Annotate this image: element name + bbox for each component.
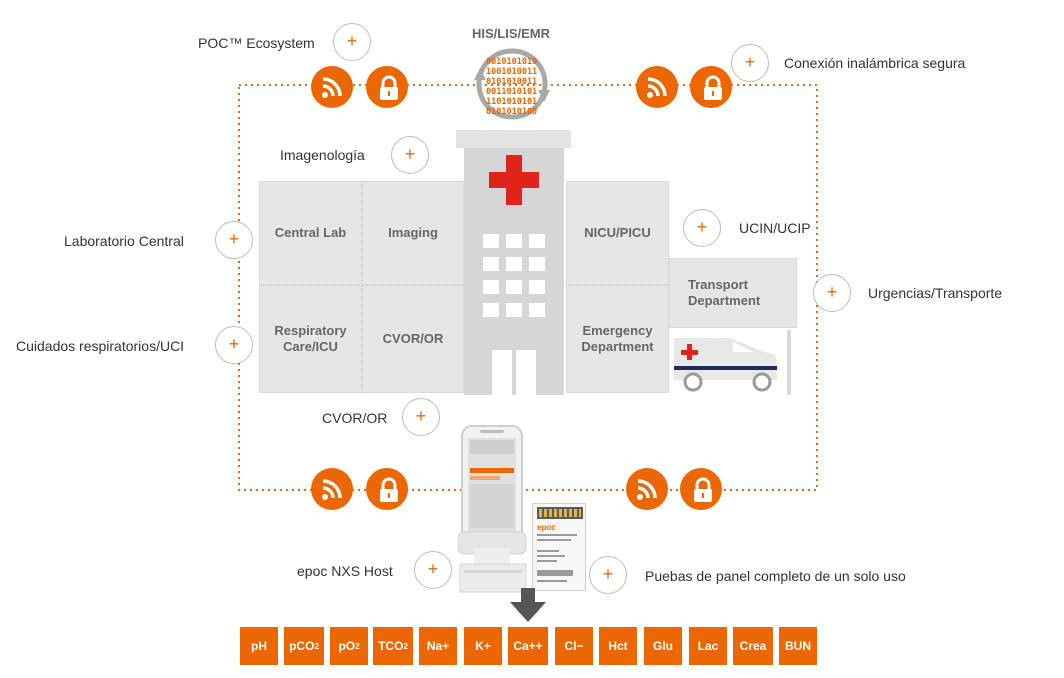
wireless-icon <box>626 468 668 510</box>
plus-button-imagenologia[interactable]: + <box>391 136 429 174</box>
plus-button-conexion[interactable]: + <box>731 44 769 82</box>
lock-icon <box>680 468 722 510</box>
analyte-label: Ca++ <box>513 639 543 653</box>
dept-respiratory-label: Respiratory Care/ICU <box>274 323 347 354</box>
analyte-label: BUN <box>785 639 811 653</box>
label-imagenologia: Imagenología <box>280 147 365 163</box>
analyte-chip: Crea <box>733 627 773 665</box>
dept-cvor: CVOR/OR <box>362 285 464 393</box>
analyte-label: Na+ <box>426 639 450 653</box>
plus-button-pruebas[interactable]: + <box>589 556 627 594</box>
dept-central-lab-label: Central Lab <box>274 225 347 240</box>
analyte-chip: Ca++ <box>508 627 548 665</box>
lock-icon <box>366 468 408 510</box>
dept-central-lab: Central Lab <box>259 181 362 285</box>
dept-emergency: Emergency Department <box>566 285 669 393</box>
plus-button-cvor[interactable]: + <box>402 398 440 436</box>
building-windows <box>483 234 545 317</box>
analyte-label: Crea <box>739 639 767 653</box>
dept-transport: Transport Department <box>669 258 797 328</box>
analyte-chip: pH <box>240 627 278 665</box>
his-lis-emr-title: HIS/LIS/EMR <box>472 26 551 41</box>
hospital-building <box>456 130 571 395</box>
analyte-chip: Hct <box>599 627 637 665</box>
binary-line: 0101010100 <box>486 107 538 117</box>
epoc-nxs-host-device <box>458 425 527 593</box>
binary-line: 1101010101 <box>486 97 538 107</box>
label-cvor: CVOR/OR <box>322 410 388 426</box>
analyte-chip: Lac <box>689 627 727 665</box>
wireless-icon <box>311 468 353 510</box>
dept-emergency-label: Emergency Department <box>581 323 654 354</box>
dept-transport-label: Transport Department <box>688 277 761 308</box>
card-logo: epoc <box>537 523 556 532</box>
label-urgencias: Urgencias/Transporte <box>868 285 1003 301</box>
binary-line: 0011010101 <box>486 87 538 97</box>
analyte-label: Lac <box>697 639 719 653</box>
analyte-label: K+ <box>475 639 491 653</box>
test-card: epoc <box>532 503 586 591</box>
label-pruebas: Puebas de panel completo de un solo uso <box>645 568 906 584</box>
dept-nicu-label: NICU/PICU <box>584 225 651 240</box>
dept-imaging-label: Imaging <box>388 225 438 240</box>
plus-button-ucin[interactable]: + <box>683 209 721 247</box>
label-epoc-host: epoc NXS Host <box>297 563 393 579</box>
lock-icon <box>366 66 408 108</box>
analyte-label: Hct <box>608 639 628 653</box>
analyte-label: Glu <box>653 639 673 653</box>
analyte-chip: K+ <box>464 627 502 665</box>
lock-icon <box>690 66 732 108</box>
dept-respiratory: Respiratory Care/ICU <box>259 285 362 393</box>
wireless-icon <box>311 66 353 108</box>
analyte-label: pCO <box>289 639 315 653</box>
binary-line: 1001010011 <box>486 67 538 77</box>
down-arrow-icon <box>510 588 546 622</box>
analyte-subscript: 2 <box>314 641 319 651</box>
label-conexion: Conexión inalámbrica segura <box>784 55 966 71</box>
building-door <box>492 350 536 395</box>
plus-button-epoc-host[interactable]: + <box>414 551 452 589</box>
analyte-subscript: 2 <box>355 641 360 651</box>
card-connector <box>537 507 583 519</box>
binary-line: 0010101010 <box>486 57 538 67</box>
analyte-subscript: 2 <box>403 641 408 651</box>
analyte-label: Cl− <box>564 639 584 653</box>
dept-nicu: NICU/PICU <box>566 181 669 285</box>
analyte-chip: Na+ <box>419 627 457 665</box>
wireless-icon <box>636 66 678 108</box>
plus-button-laboratorio[interactable]: + <box>215 221 253 259</box>
card-fine-print <box>537 534 577 582</box>
red-cross-icon <box>489 155 539 205</box>
analyte-chip: Cl− <box>555 627 593 665</box>
building-roof <box>456 130 571 148</box>
label-laboratorio: Laboratorio Central <box>64 233 184 249</box>
sync-cycle-icon <box>474 48 550 120</box>
analyte-chip: BUN <box>779 627 817 665</box>
analyte-chip: Glu <box>644 627 682 665</box>
binary-line: 0101010011 <box>486 77 538 87</box>
plus-button-cuidados[interactable]: + <box>215 326 253 364</box>
label-poc-ecosystem: POC™ Ecosystem <box>198 35 315 51</box>
analyte-label: TCO <box>378 639 404 653</box>
binary-data: 0010101010 1001010011 0101010011 0011010… <box>486 57 542 117</box>
plus-button-poc-ecosystem[interactable]: + <box>333 23 371 61</box>
analyte-label: pH <box>251 639 267 653</box>
plus-button-urgencias[interactable]: + <box>813 274 851 312</box>
analyte-label: pO <box>338 639 356 653</box>
ambulance-icon <box>669 330 793 395</box>
label-ucin: UCIN/UCIP <box>739 220 811 236</box>
dept-imaging: Imaging <box>362 181 464 285</box>
label-cuidados: Cuidados respiratorios/UCI <box>16 338 185 354</box>
dept-cvor-label: CVOR/OR <box>382 331 444 346</box>
